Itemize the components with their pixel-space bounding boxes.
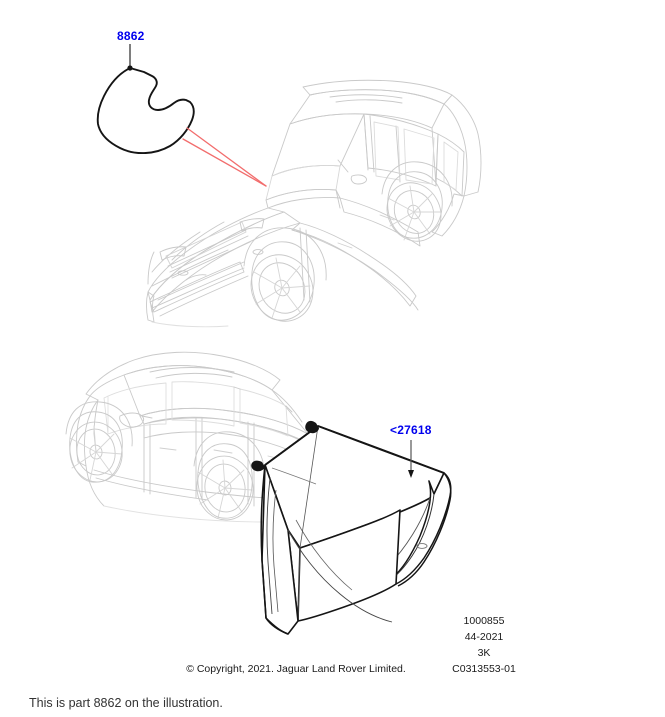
part-label-27618: <27618 — [390, 423, 432, 437]
part-8862-shape — [96, 65, 195, 154]
upper-vehicle-front-three-quarter — [146, 79, 482, 328]
metadata-line-3: 3K — [478, 647, 491, 659]
copyright-notice: © Copyright, 2021. Jaguar Land Rover Lim… — [186, 663, 406, 675]
cover-anchor-right — [305, 420, 319, 434]
cover-grommet — [416, 543, 428, 549]
metadata-block: 1000855 44-2021 3K C0313553-01 — [452, 615, 516, 675]
footer-note: This is part 8862 on the illustration. — [29, 696, 223, 710]
part-27618-leader-arrow — [408, 470, 414, 478]
metadata-line-2: 44-2021 — [465, 631, 504, 643]
lower-vehicle-rear-three-quarter — [65, 351, 309, 523]
cover-anchor-left — [251, 460, 265, 472]
red-leader-lines — [182, 127, 267, 187]
metadata-line-1: 1000855 — [464, 615, 505, 627]
metadata-line-4: C0313553-01 — [452, 663, 516, 675]
part-label-8862: 8862 — [117, 29, 145, 43]
part-8862-leader-anchor — [127, 65, 133, 71]
cover-attachment-straps — [251, 420, 445, 474]
